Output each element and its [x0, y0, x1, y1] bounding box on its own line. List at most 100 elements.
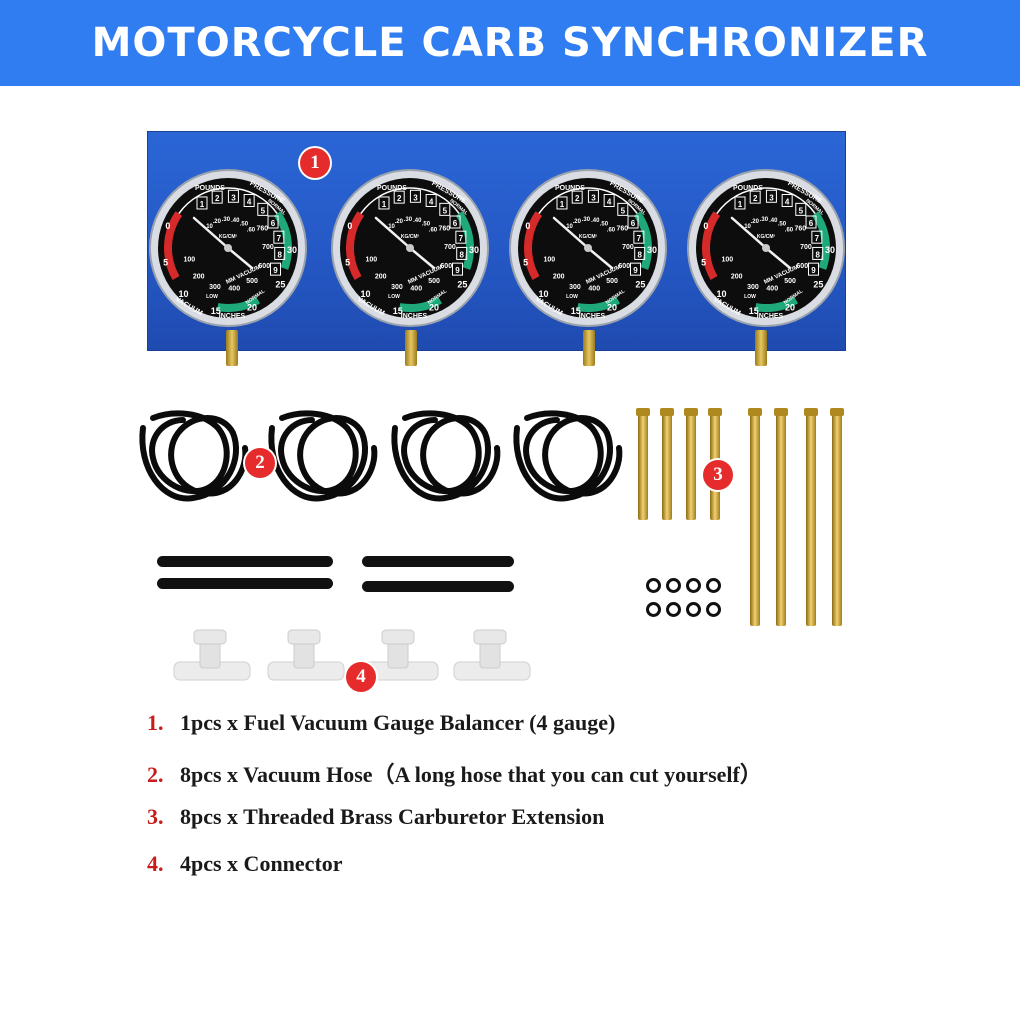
inches-tick-label: 25 — [813, 280, 823, 290]
mm-tick-label: 700 — [800, 244, 812, 251]
psi-tick-label: 1 — [382, 200, 387, 209]
kg-tick-label: .60 — [785, 228, 794, 234]
psi-tick-label: 3 — [591, 193, 596, 202]
inches-tick-label: 5 — [523, 257, 528, 267]
brass-extension-long — [774, 408, 788, 626]
psi-tick-label: 5 — [799, 206, 804, 215]
mm-tick-label: 500 — [606, 278, 618, 285]
inches-tick-label: 5 — [163, 257, 168, 267]
psi-tick-label: 6 — [809, 219, 814, 228]
psi-tick-label: 2 — [397, 194, 402, 203]
psi-tick-label: 5 — [443, 206, 448, 215]
inches-tick-label: 10 — [717, 289, 727, 299]
brass-extension-short — [636, 408, 650, 520]
inches-tick-label: 10 — [179, 289, 189, 299]
mm-tick-label: 700 — [444, 244, 456, 251]
list-item: 4. 4pcs x Connector — [147, 851, 947, 898]
title-banner: MOTORCYCLE CARB SYNCHRONIZER — [0, 0, 1020, 86]
mm-tick-label: 200 — [731, 273, 743, 280]
inches-tick-label: 0 — [347, 221, 352, 231]
inches-tick-label: 15 — [749, 306, 759, 316]
psi-tick-label: 9 — [455, 266, 460, 275]
list-item-text: 4pcs x Connector — [180, 851, 343, 876]
mm-tick-label: 200 — [193, 273, 205, 280]
hose-strip — [157, 578, 333, 589]
hose-strip — [362, 556, 514, 567]
psi-tick-label: 5 — [261, 206, 266, 215]
mm-tick-label: 600 — [440, 263, 452, 270]
inches-tick-label: 5 — [345, 257, 350, 267]
t-connector — [453, 629, 531, 681]
psi-tick-label: 4 — [785, 197, 790, 206]
brass-extension-short — [684, 408, 698, 520]
list-item-number: 2. — [147, 762, 164, 787]
kg-tick-label: .60 — [607, 228, 616, 234]
t-connector — [361, 629, 439, 681]
psi-tick-label: 8 — [815, 250, 820, 259]
kg-tick-label: .30 — [222, 217, 231, 223]
psi-tick-label: 6 — [631, 219, 636, 228]
o-ring — [686, 578, 701, 593]
mm-tick-label: 100 — [184, 256, 196, 263]
o-ring — [706, 602, 721, 617]
mm-tick-label: 300 — [391, 284, 403, 291]
list-item: 1. 1pcs x Fuel Vacuum Gauge Balancer (4 … — [147, 710, 947, 757]
o-ring — [666, 578, 681, 593]
low-label: LOW — [566, 294, 578, 300]
psi-tick-label: 8 — [637, 250, 642, 259]
t-connector — [267, 629, 345, 681]
kg-tick-label: .20 — [213, 219, 222, 225]
vacuum-hose-coil — [513, 410, 623, 502]
psi-tick-label: 3 — [769, 193, 774, 202]
psi-tick-label: 4 — [607, 197, 612, 206]
mm-tick-label: 700 — [262, 244, 274, 251]
kg-tick-label: .40 — [769, 218, 778, 224]
psi-tick-label: 8 — [459, 250, 464, 259]
hose-strip — [157, 556, 333, 567]
kg-tick-label: .30 — [404, 217, 413, 223]
inches-tick-label: 20 — [429, 302, 439, 312]
kg-tick-label: .30 — [760, 217, 769, 223]
callout-badge-4: 4 — [346, 662, 376, 692]
kg-unit-label: KG/CM² — [219, 234, 238, 240]
kg-tick-label: .50 — [240, 222, 249, 228]
mm-tick-label: 760 — [616, 225, 628, 232]
mm-tick-label: 100 — [544, 256, 556, 263]
mm-tick-label: 500 — [246, 278, 258, 285]
hose-strip — [362, 581, 514, 592]
psi-tick-label: 1 — [560, 200, 565, 209]
list-item: 2. 8pcs x Vacuum Hose（A long hose that y… — [147, 757, 947, 804]
callout-badge-2: 2 — [245, 448, 275, 478]
inches-tick-label: 20 — [607, 302, 617, 312]
list-item-number: 4. — [147, 851, 164, 876]
mm-tick-label: 200 — [553, 273, 565, 280]
mm-tick-label: 500 — [784, 278, 796, 285]
kg-tick-label: .20 — [751, 219, 760, 225]
kg-tick-label: .60 — [429, 228, 438, 234]
inches-tick-label: 0 — [525, 221, 530, 231]
parts-list: 1. 1pcs x Fuel Vacuum Gauge Balancer (4 … — [147, 710, 947, 898]
kg-tick-label: .50 — [600, 222, 609, 228]
inches-label: INCHES — [757, 313, 784, 320]
inches-tick-label: 0 — [165, 221, 170, 231]
o-ring — [686, 602, 701, 617]
psi-tick-label: 7 — [815, 234, 820, 243]
callout-badge-3: 3 — [703, 460, 733, 490]
list-item-number: 3. — [147, 804, 164, 829]
mm-tick-label: 760 — [438, 225, 450, 232]
inches-tick-label: 20 — [785, 302, 795, 312]
psi-tick-label: 6 — [453, 219, 458, 228]
psi-tick-label: 9 — [811, 266, 816, 275]
low-label: LOW — [388, 294, 400, 300]
psi-tick-label: 2 — [753, 194, 758, 203]
psi-tick-label: 7 — [277, 234, 282, 243]
pounds-label: POUNDS — [195, 185, 225, 192]
psi-tick-label: 2 — [215, 194, 220, 203]
psi-tick-label: 4 — [429, 197, 434, 206]
mm-tick-label: 400 — [588, 286, 600, 293]
kg-tick-label: .60 — [247, 228, 256, 234]
callout-badge-1: 1 — [300, 148, 330, 178]
inches-tick-label: 25 — [635, 280, 645, 290]
